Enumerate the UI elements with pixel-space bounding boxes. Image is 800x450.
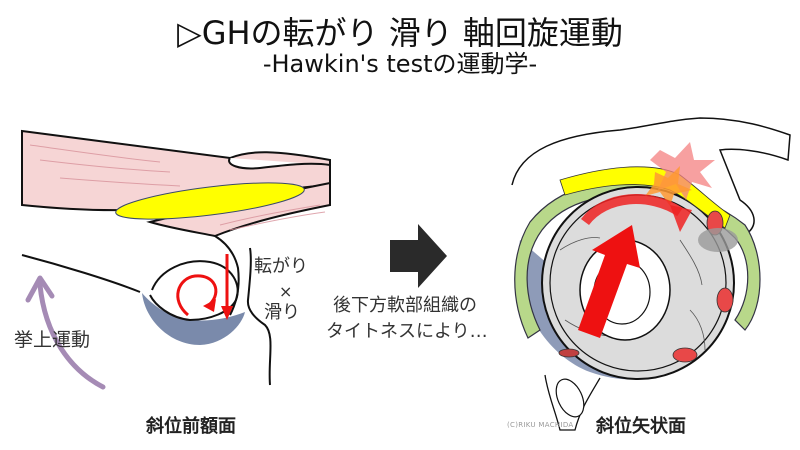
frontal-plane-illustration	[21, 129, 331, 390]
explanation-line-2: タイトネスにより…	[326, 321, 488, 342]
superior-translation-arrow	[578, 225, 640, 338]
inferior-capsule	[142, 293, 245, 345]
page-subtitle: -Hawkin's testの運動学-	[262, 50, 538, 78]
tendon-highlight	[115, 182, 305, 220]
page-title: ▷GHの転がり 滑り 軸回旋運動	[177, 14, 623, 52]
frontal-plane-caption: 斜位前額面	[146, 416, 236, 437]
rolling-arrow	[176, 274, 218, 317]
rolling-label: 転がり	[254, 256, 308, 277]
explanation-line-1: 後下方軟部組織の	[333, 295, 477, 316]
sagittal-plane-caption: 斜位矢状面	[596, 416, 686, 437]
gliding-label: 滑り	[264, 302, 300, 323]
elevation-label: 挙上運動	[14, 329, 91, 351]
times-label: ×	[279, 282, 293, 301]
rotation-arrow	[580, 194, 683, 226]
copyright-watermark: (C)RIKU MACHIDA	[507, 421, 574, 429]
sagittal-plane-illustration	[511, 117, 791, 431]
elevation-arrow	[37, 282, 106, 390]
transition-arrow-icon	[390, 224, 447, 288]
